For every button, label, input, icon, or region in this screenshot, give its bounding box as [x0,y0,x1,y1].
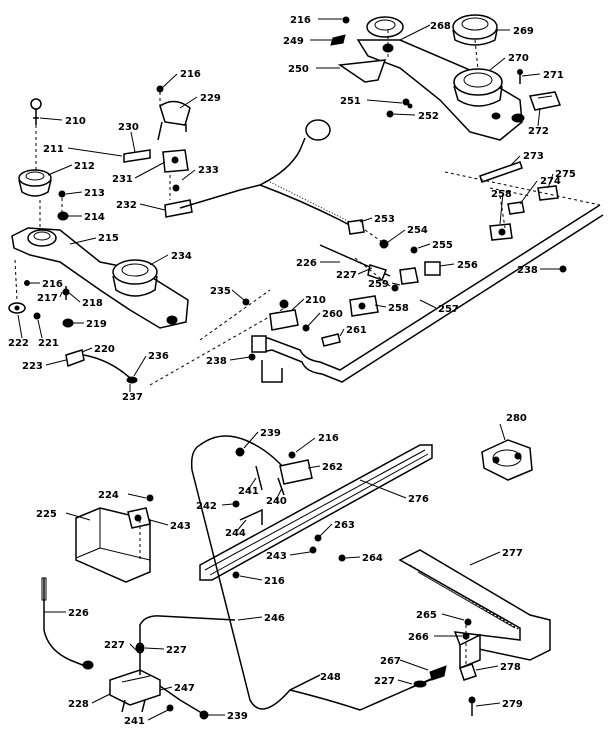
callout-243: 243 [170,521,191,532]
callout-260: 260 [322,309,343,320]
callout-242: 242 [196,501,217,512]
callout-262: 262 [322,462,343,473]
callout-labels: 216 249 250 268 269 270 271 251 252 272 … [8,15,576,727]
callout-266: 266 [408,632,429,643]
callout-244: 244 [225,528,246,539]
callout-239: 239 [227,711,248,722]
callout-231: 231 [112,174,133,185]
callout-216: 216 [264,576,285,587]
right-burner-assembly [330,14,562,141]
manifold-assembly [179,119,604,383]
callout-210: 210 [305,295,326,306]
callout-265: 265 [416,610,437,621]
callout-234: 234 [171,251,192,262]
callout-259: 259 [368,279,389,290]
callout-280: 280 [506,413,527,424]
callout-239: 239 [260,428,281,439]
callout-227: 227 [336,270,357,281]
callout-211: 211 [43,144,64,155]
callout-226: 226 [296,258,317,269]
callout-241: 241 [124,716,145,727]
callout-216: 216 [290,15,311,26]
callout-226: 226 [68,608,89,619]
callout-237: 237 [122,392,143,403]
callout-223: 223 [22,361,43,372]
callout-253: 253 [374,214,395,225]
callout-249: 249 [283,36,304,47]
callout-227: 227 [104,640,125,651]
callout-277: 277 [502,548,523,559]
callout-213: 213 [84,188,105,199]
callout-214: 214 [84,212,105,223]
callout-230: 230 [118,122,139,133]
callout-246: 246 [264,613,285,624]
callout-269: 269 [513,26,534,37]
callout-220: 220 [94,344,115,355]
callout-233: 233 [198,165,219,176]
callout-216: 216 [42,279,63,290]
callout-270: 270 [508,53,529,64]
callout-218: 218 [82,298,103,309]
oven-assembly [41,435,551,720]
callout-217: 217 [37,293,58,304]
callout-241: 241 [238,486,259,497]
callout-247: 247 [174,683,195,694]
callout-255: 255 [432,240,453,251]
callout-216: 216 [318,433,339,444]
callout-216: 216 [180,69,201,80]
callout-236: 236 [148,351,169,362]
callout-238: 238 [517,265,538,276]
callout-227: 227 [166,645,187,656]
callout-243: 243 [266,551,287,562]
callout-276: 276 [408,494,429,505]
callout-210: 210 [65,116,86,127]
callout-251: 251 [340,96,361,107]
callout-279: 279 [502,699,523,710]
callout-264: 264 [362,553,383,564]
callout-258: 258 [388,303,409,314]
callout-254: 254 [407,225,428,236]
callout-225: 225 [36,509,57,520]
callout-274: 274 [540,176,561,187]
callout-263: 263 [334,520,355,531]
callout-278: 278 [500,662,521,673]
callout-238: 238 [206,356,227,367]
callout-228: 228 [68,699,89,710]
callout-227: 227 [374,676,395,687]
callout-271: 271 [543,70,564,81]
callout-257: 257 [438,304,459,315]
callout-252: 252 [418,111,439,122]
callout-229: 229 [200,93,221,104]
callout-258: 258 [491,189,512,200]
callout-235: 235 [210,286,231,297]
callout-256: 256 [457,260,478,271]
callout-215: 215 [98,233,119,244]
callout-232: 232 [116,200,137,211]
callout-248: 248 [320,672,341,683]
callout-275: 275 [555,169,576,180]
callout-261: 261 [346,325,367,336]
callout-250: 250 [288,64,309,75]
callout-219: 219 [86,319,107,330]
callout-222: 222 [8,338,29,349]
callout-212: 212 [74,161,95,172]
leader-lines [17,18,560,721]
callout-240: 240 [266,496,287,507]
callout-224: 224 [98,490,119,501]
callout-273: 273 [523,151,544,162]
callout-267: 267 [380,656,401,667]
left-burner-assembly [8,85,291,386]
callout-268: 268 [430,21,451,32]
callout-221: 221 [38,338,59,349]
callout-272: 272 [528,126,549,137]
